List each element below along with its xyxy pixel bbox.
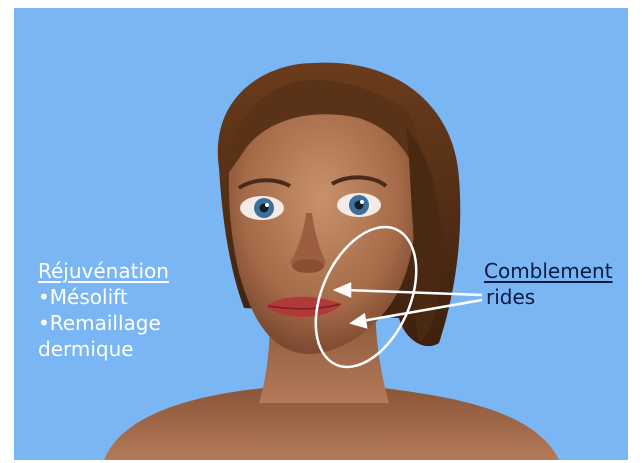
left-item-remaillage: •Remaillage [38,310,169,336]
face-illustration [14,8,628,460]
left-item-dermique: dermique [38,336,169,362]
right-annotation: Comblement rides [484,258,613,310]
comblement-heading: Comblement [484,258,613,284]
rejuvenation-heading: Réjuvénation [38,258,169,284]
right-eye [337,193,381,217]
left-eye [240,196,284,220]
left-item-mesolift: •Mésolift [38,284,169,310]
right-item-rides: rides [484,284,613,310]
left-annotation: Réjuvénation •Mésolift •Remaillage dermi… [38,258,169,362]
slide-canvas: Réjuvénation •Mésolift •Remaillage dermi… [14,8,628,460]
